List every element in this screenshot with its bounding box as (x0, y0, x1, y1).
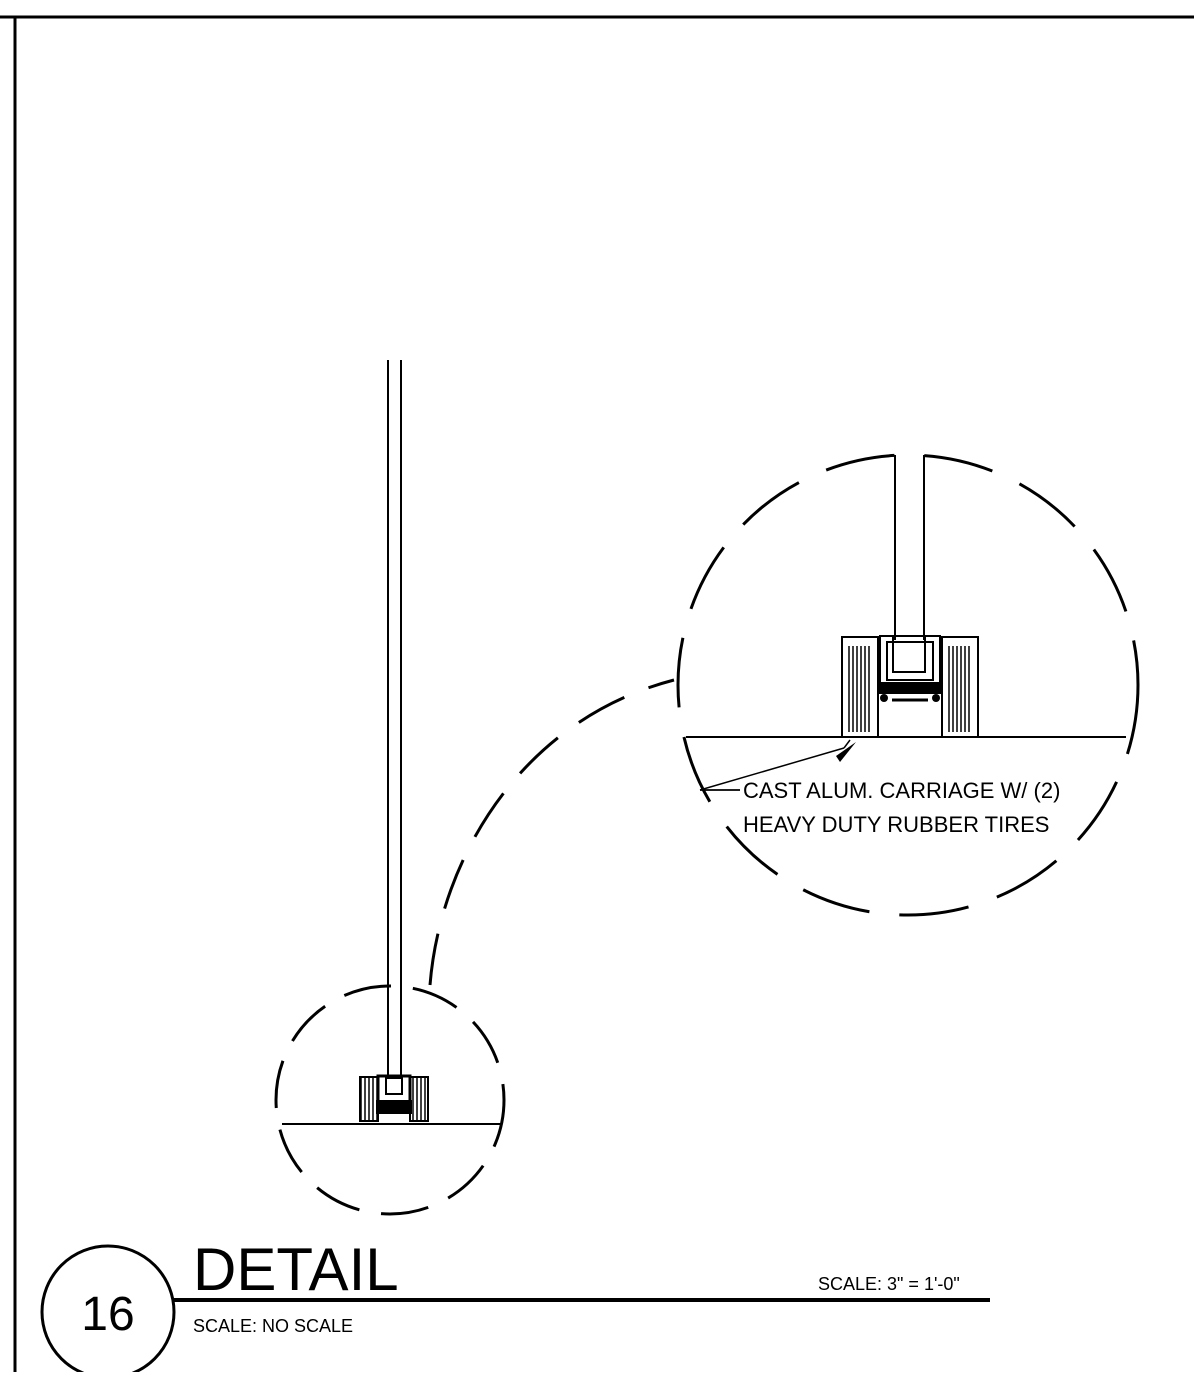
enlarged-carriage (841, 635, 979, 738)
sheet-border (0, 15, 1194, 1372)
detail-number: 16 (81, 1288, 134, 1341)
small-detail-circle (274, 984, 506, 1216)
pole (387, 360, 402, 1078)
callout-line2: HEAVY DUTY RUBBER TIRES (743, 812, 1049, 837)
detail-title: DETAIL (193, 1236, 399, 1303)
callout-line1: CAST ALUM. CARRIAGE W/ (2) (743, 778, 1060, 803)
detail-connector-arc (428, 678, 675, 986)
large-detail-circle (676, 453, 1140, 917)
detail-number-bubble (40, 1244, 176, 1377)
scale-left: SCALE: NO SCALE (193, 1316, 353, 1336)
scale-right: SCALE: 3" = 1'-0" (818, 1274, 960, 1294)
small-carriage (359, 1074, 429, 1122)
enlarged-pole (894, 455, 925, 640)
